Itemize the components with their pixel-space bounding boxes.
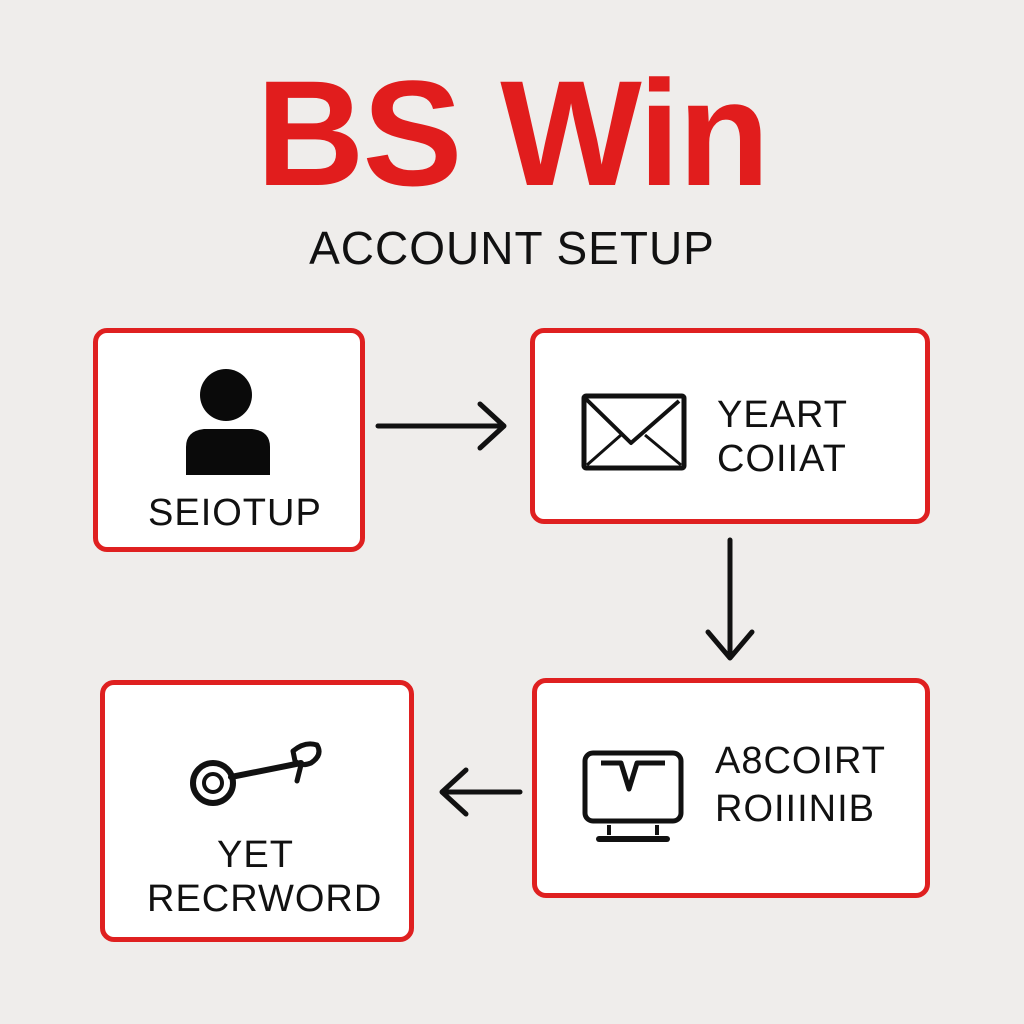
step-box-account: A8COIRT ROIIINIB [532,678,930,898]
key-icon [190,741,322,806]
step-box-setup: SEIOTUP [93,328,365,552]
arrow-down-icon [705,537,755,661]
step-box-password: YET RECRWORD [100,680,414,942]
step-box-email: YEART COIIAT [530,328,930,524]
step-label-line-2: ROIIINIB [715,788,876,830]
page-subtitle: ACCOUNT SETUP [309,222,715,274]
step-label: SEIOTUP [148,492,322,534]
mail-icon [581,393,687,471]
step-label-line-2: COIIAT [717,438,847,480]
arrow-right-icon [375,401,507,451]
device-icon [582,750,684,842]
step-label-line-1: YET [217,834,294,876]
user-icon [186,369,270,475]
step-label-line-1: YEART [717,394,849,436]
step-label-line-1: A8COIRT [715,740,887,782]
brand-title: BS Win [256,49,770,217]
step-label-line-2: RECRWORD [147,878,383,920]
arrow-left-icon [439,767,523,817]
